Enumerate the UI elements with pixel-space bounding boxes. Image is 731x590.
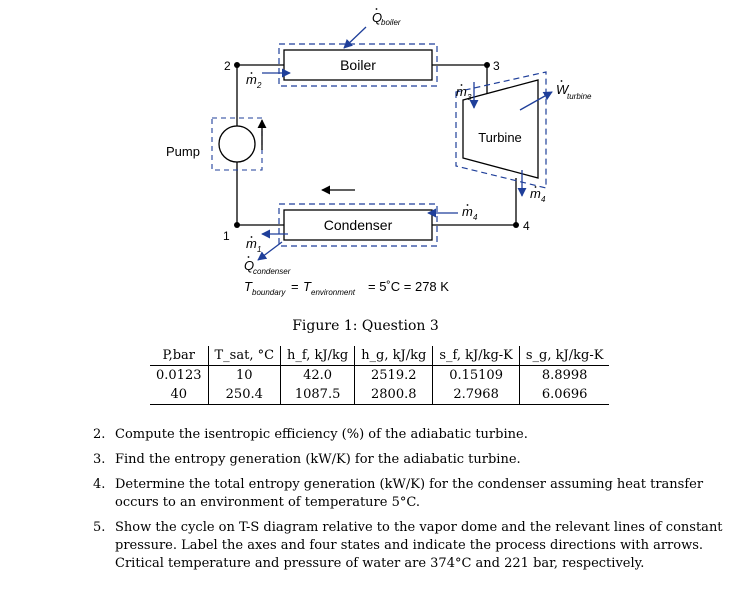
col-header: s_g, kJ/kg-K xyxy=(518,346,610,366)
figure-caption: Figure 1: Question 3 xyxy=(292,318,439,334)
question-item: 5. Show the cycle on T-S diagram relativ… xyxy=(93,519,731,573)
w-turbine-symbol: W turbine xyxy=(556,80,592,101)
col-header: T_sat, °C xyxy=(207,346,281,366)
state-3-label: 3 xyxy=(493,59,500,73)
m4-condenser-symbol: m 4 xyxy=(462,204,478,222)
state-1-label: 1 xyxy=(223,229,230,243)
question-text: Find the entropy generation (kW/K) for t… xyxy=(115,452,521,467)
question-number: 3. xyxy=(93,452,106,467)
state-4-label: 4 xyxy=(523,219,530,233)
col-header: s_f, kJ/kg-K xyxy=(432,346,520,366)
table-cell: 8.8998 xyxy=(518,365,610,385)
table-cell: 2.7968 xyxy=(432,385,520,405)
svg-text:Q: Q xyxy=(372,10,382,25)
question-list: 2. Compute the isentropic efficiency (%)… xyxy=(93,426,731,580)
table-cell: 1087.5 xyxy=(280,385,355,405)
m2-symbol: m 2 xyxy=(246,72,262,90)
condenser-box xyxy=(283,209,433,241)
svg-text:2: 2 xyxy=(256,81,262,90)
col-header: h_f, kJ/kg xyxy=(280,346,355,366)
q-boiler-symbol: Q boiler xyxy=(372,8,401,27)
col-header: P,bar xyxy=(150,346,208,366)
question-item: 2. Compute the isentropic efficiency (%)… xyxy=(93,426,731,444)
state-2-dot xyxy=(234,62,240,68)
svg-text:m: m xyxy=(530,186,541,201)
svg-text:boundary: boundary xyxy=(252,288,286,297)
svg-text:condenser: condenser xyxy=(253,267,291,276)
col-header: h_g, kJ/kg xyxy=(354,346,433,366)
table-cell: 250.4 xyxy=(207,385,281,405)
table-row: 0.0123 10 42.0 2519.2 0.15109 8.8998 xyxy=(150,365,610,385)
table-cell: 0.0123 xyxy=(156,368,202,383)
condenser-label: Condenser xyxy=(324,217,393,233)
q-condenser-symbol: Q condenser xyxy=(244,256,291,276)
state-3-dot xyxy=(484,62,490,68)
q-condenser-arrow xyxy=(257,241,283,261)
question-number: 4. xyxy=(93,477,106,492)
question-text: Determine the total entropy generation (… xyxy=(115,477,704,510)
svg-text:T: T xyxy=(303,279,312,294)
turbine-label: Turbine xyxy=(478,130,522,145)
q-boiler-arrow xyxy=(343,26,367,49)
boiler-box xyxy=(283,49,433,81)
turbine-control-volume xyxy=(455,71,547,189)
rankine-cycle-diagram: Boiler Condenser Turbine Pump 2 3 1 4 Q … xyxy=(166,8,592,297)
question-text: Compute the isentropic efficiency (%) of… xyxy=(115,427,528,442)
cycle-piping xyxy=(236,64,517,226)
boiler-label: Boiler xyxy=(340,57,376,73)
state-2-label: 2 xyxy=(224,59,231,73)
table-cell: 2800.8 xyxy=(354,385,433,405)
state-4-dot xyxy=(513,222,519,228)
svg-text:T: T xyxy=(244,279,253,294)
svg-text:4: 4 xyxy=(473,213,478,222)
m4-turbine-symbol: m 4 xyxy=(530,186,546,204)
turbine-shape xyxy=(462,79,539,179)
table-cell: 6.0696 xyxy=(518,385,610,405)
table-cell: 42.0 xyxy=(280,365,355,385)
pump-circle xyxy=(218,125,256,163)
svg-text:environment: environment xyxy=(311,288,356,297)
svg-text:3: 3 xyxy=(467,93,472,102)
svg-text:4: 4 xyxy=(541,195,546,204)
svg-text:m: m xyxy=(246,236,257,251)
svg-text:Q: Q xyxy=(244,258,254,273)
question-item: 3. Find the entropy generation (kW/K) fo… xyxy=(93,451,731,469)
table-cell: 40 xyxy=(150,385,208,405)
state-1-dot xyxy=(234,222,240,228)
m1-symbol: m 1 xyxy=(246,236,261,254)
svg-text:1: 1 xyxy=(257,245,261,254)
svg-text:turbine: turbine xyxy=(567,92,592,101)
question-number: 5. xyxy=(93,520,106,535)
table-cell: 0.15109 xyxy=(432,365,520,385)
pump-label: Pump xyxy=(166,144,200,159)
boundary-temperature-text: T boundary = T environment = 5˚C = 278 K xyxy=(244,279,449,297)
table-cell: 2519.2 xyxy=(354,365,433,385)
svg-text:= 5˚C = 278 K: = 5˚C = 278 K xyxy=(368,279,449,294)
steam-property-table: P,bar T_sat, °C h_f, kJ/kg h_g, kJ/kg s_… xyxy=(150,346,610,405)
question-text: Show the cycle on T-S diagram relative t… xyxy=(115,520,723,571)
svg-text:W: W xyxy=(556,82,570,97)
w-turbine-arrow xyxy=(519,91,553,111)
table-row: 40 250.4 1087.5 2800.8 2.7968 6.0696 xyxy=(150,385,610,405)
question-number: 2. xyxy=(93,427,106,442)
svg-text:m: m xyxy=(456,84,467,99)
table-cell: 10 xyxy=(207,365,281,385)
table-header-row: P,bar T_sat, °C h_f, kJ/kg h_g, kJ/kg s_… xyxy=(150,346,610,366)
question-item: 4. Determine the total entropy generatio… xyxy=(93,476,731,512)
svg-text:=: = xyxy=(291,279,299,294)
svg-text:m: m xyxy=(246,72,257,87)
m3-symbol: m 3 xyxy=(456,84,472,102)
svg-text:boiler: boiler xyxy=(381,18,401,27)
svg-text:m: m xyxy=(462,204,473,219)
